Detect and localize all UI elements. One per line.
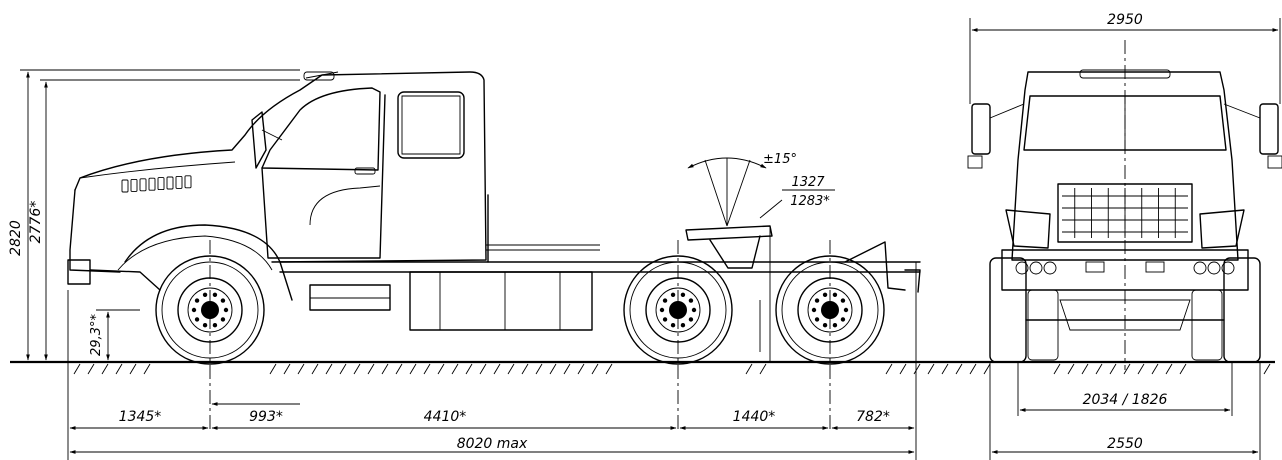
fifth-wheel-height-label: 1327 xyxy=(791,175,825,190)
ground-clearance-label: 29,3°* xyxy=(89,314,104,356)
overall-height-label: 2820 xyxy=(8,220,24,256)
front-overhang-label: 1345* xyxy=(119,409,162,425)
fifth-wheel-height-laden-label: 1283* xyxy=(790,194,830,209)
ground-line xyxy=(10,360,1275,375)
truck-front-view xyxy=(967,40,1282,370)
axle-centerlines xyxy=(67,240,917,460)
front-to-cab-label: 993* xyxy=(249,409,283,425)
rear-overhang-label: 782* xyxy=(856,409,890,425)
cab-height-label: 2776* xyxy=(28,201,44,244)
overall-length-label: 8020 max xyxy=(457,436,528,452)
truck-side-view xyxy=(67,71,921,362)
front-dimensions xyxy=(969,18,1281,460)
overall-width-label: 2550 xyxy=(1107,436,1143,452)
fifth-wheel-tilt-label: ±15° xyxy=(763,152,797,167)
bogie-spacing-label: 1440* xyxy=(733,409,776,425)
side-dimensions xyxy=(20,69,915,454)
track-width-label: 2034 / 1826 xyxy=(1083,392,1168,408)
overall-width-mirrors-label: 2950 xyxy=(1107,12,1143,28)
wheelbase-label: 4410* xyxy=(424,409,467,425)
